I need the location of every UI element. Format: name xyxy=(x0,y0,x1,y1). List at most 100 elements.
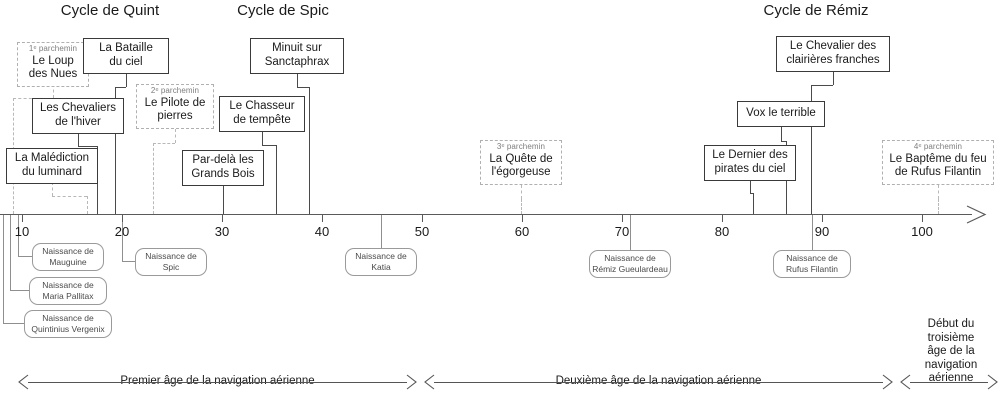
axis-tick-30 xyxy=(222,214,223,222)
era-label-line: Début du xyxy=(927,318,975,331)
birth-label-line: Naissance de xyxy=(42,246,94,256)
event-title-line: La Malédiction xyxy=(14,152,90,164)
era-label-line: navigation xyxy=(924,358,978,371)
era-arrow-right-icon xyxy=(405,374,417,395)
event-title-line: La Quête de xyxy=(489,152,553,165)
birth-connector-elbow-naissance-maria-pallitax xyxy=(10,290,29,291)
birth-label-line: Katia xyxy=(371,262,391,273)
event-connector-elbow-chasseur-de-tempete xyxy=(262,145,276,146)
event-connector-stem-dernier-pirates-ciel xyxy=(753,193,754,214)
cycle-title-1: Cycle de Quint xyxy=(60,2,160,19)
timeline-axis-arrow-icon xyxy=(966,205,988,229)
era-line xyxy=(910,382,988,383)
event-connector-stem-bataille-du-ciel xyxy=(115,87,116,214)
cycle-title-2: Cycle de Spic xyxy=(237,2,329,19)
event-title-line: Le Pilote de xyxy=(144,96,206,109)
birth-connector-drop-naissance-katia xyxy=(381,214,382,248)
axis-tick-20 xyxy=(122,214,123,222)
birth-label-line: Naissance de xyxy=(42,313,94,323)
birth-connector-drop-naissance-mauguine xyxy=(18,214,19,256)
axis-tick-90 xyxy=(822,214,823,222)
parchemin-label-quete-egorgeuse: 3ᵉ parchemin xyxy=(496,142,546,152)
birth-label-line: Naissance de xyxy=(42,280,94,290)
birth-label-line: Rémiz Gueulardeau xyxy=(592,264,668,275)
axis-tick-label-60: 60 xyxy=(514,224,530,239)
axis-tick-label-30: 30 xyxy=(214,224,230,239)
event-box-vox-le-terrible[interactable]: Vox le terrible xyxy=(737,101,825,127)
event-connector-elbow-malediction-luminard xyxy=(52,196,87,197)
axis-tick-label-20: 20 xyxy=(114,224,130,239)
era-line xyxy=(434,382,883,383)
event-title-line: Le Baptême du feu xyxy=(889,152,987,165)
event-title-line: Le Chasseur xyxy=(229,100,295,112)
event-connector-drop-minuit-sanctaphrax xyxy=(297,73,298,87)
birth-connector-drop-naissance-remiz-gueulardeau xyxy=(630,214,631,250)
event-connector-elbow-dernier-pirates-ciel xyxy=(750,193,753,194)
era-label-line: aérienne xyxy=(928,372,974,385)
birth-connector-drop-naissance-rufus-filantin xyxy=(812,214,813,250)
event-connector-drop-pilote-de-pierres xyxy=(175,129,176,143)
event-connector-stem-chasseur-de-tempete xyxy=(276,145,277,214)
event-title-line: de Rufus Filantin xyxy=(894,166,982,179)
axis-tick-50 xyxy=(422,214,423,222)
era-bar-premier-age xyxy=(18,372,417,392)
axis-tick-10 xyxy=(22,214,23,222)
era-line xyxy=(28,382,407,383)
event-title-line: du ciel xyxy=(109,55,143,68)
event-title-line: pirates du ciel xyxy=(714,162,786,175)
birth-label-line: Naissance de xyxy=(786,253,838,263)
era-bar-deuxieme-age xyxy=(424,372,893,392)
event-connector-stem-minuit-sanctaphrax xyxy=(309,87,310,214)
event-connector-drop-bataille-du-ciel xyxy=(126,73,127,87)
axis-tick-label-50: 50 xyxy=(414,224,430,239)
event-title-line: Le Chevalier des xyxy=(789,40,877,52)
event-title-line: de tempête xyxy=(233,113,291,126)
parchemin-label-loup-des-nues: 1ᵉ parchemin xyxy=(28,44,78,53)
parchemin-label-pilote-de-pierres: 2ᵉ parchemin xyxy=(150,86,200,96)
era-arrow-right-icon xyxy=(986,374,998,395)
cycle-title-3: Cycle de Rémiz xyxy=(763,2,869,19)
event-connector-stem-par-dela-grands-bois xyxy=(223,198,224,214)
event-connector-drop-chevaliers-de-lhiver xyxy=(78,132,79,146)
axis-tick-80 xyxy=(722,214,723,222)
event-connector-drop-chevalier-clairieres xyxy=(833,71,834,85)
birth-connector-elbow-naissance-quintinius-vergenix xyxy=(3,323,24,324)
birth-label-line: Spic xyxy=(162,262,180,273)
event-title-line: l'égorgeuse xyxy=(491,166,551,179)
event-title-line: de l'hiver xyxy=(55,115,101,128)
event-title-line: Les Chevaliers xyxy=(39,102,117,114)
event-title-line: clairières franches xyxy=(786,53,880,66)
birth-connector-drop-naissance-maria-pallitax xyxy=(10,214,11,290)
axis-tick-label-70: 70 xyxy=(614,224,630,239)
event-connector-elbow-chevaliers-de-lhiver xyxy=(78,146,97,147)
event-connector-stem-pilote-de-pierres xyxy=(153,143,154,214)
era-label-line: troisième xyxy=(927,331,975,344)
era-arrow-right-icon xyxy=(881,374,893,395)
timeline-axis-line xyxy=(0,214,972,215)
event-connector-elbow-bataille-du-ciel xyxy=(115,87,126,88)
event-title-line: Grands Bois xyxy=(191,167,255,180)
event-title-line: Le Dernier des xyxy=(712,149,788,161)
event-connector-drop-malediction-luminard xyxy=(52,182,53,196)
event-title-line: Le Loup xyxy=(32,54,74,67)
